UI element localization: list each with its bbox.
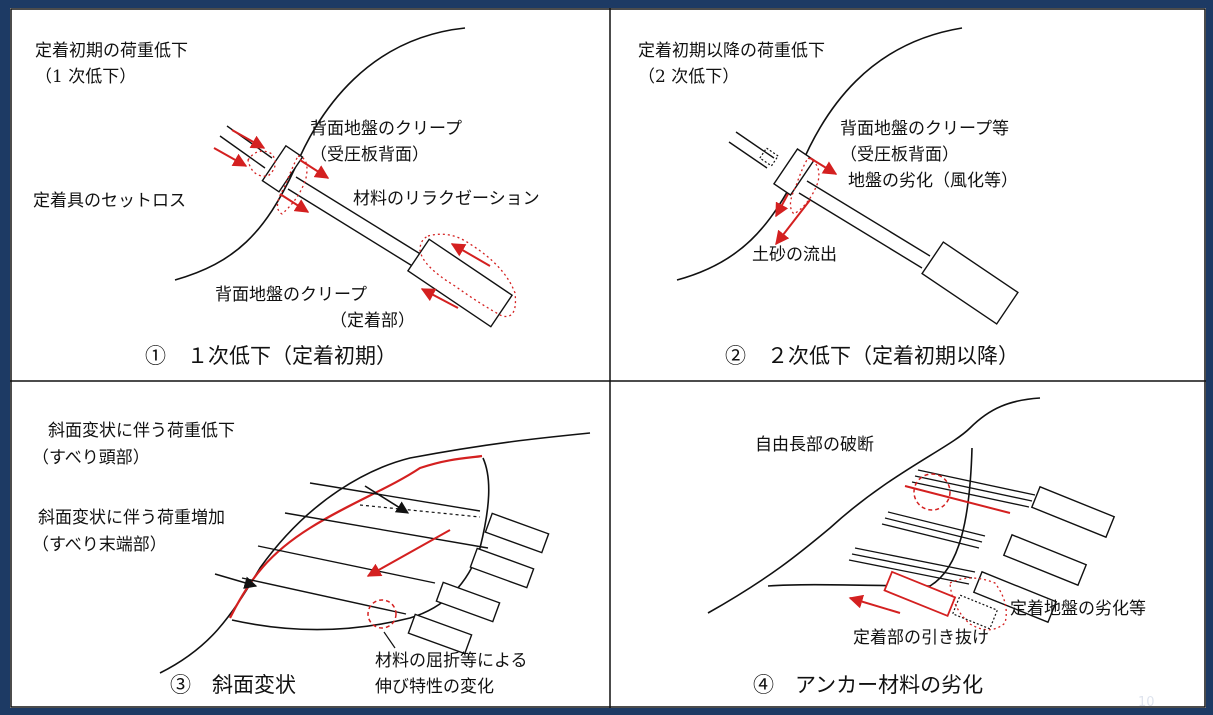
p2-creep-1: 背面地盤のクリープ等 [840,119,1009,139]
p1-creep-anchor-1: 背面地盤のクリープ [215,285,367,305]
p1-creep-plate-1: 背面地盤のクリープ [310,119,462,139]
p1-caption: ① １次低下（定着初期） [145,344,397,368]
bedrock-line-4 [767,447,973,587]
panel-2: 定着初期以降の荷重低下 （2 次低下） 背面地盤のクリープ等 （受圧板背面） 地… [638,27,1019,368]
slip-surface [229,454,483,619]
p1-setloss: 定着具のセットロス [33,191,186,211]
slope-surface-3 [159,432,591,674]
p3-decrease-1: 斜面変状に伴う荷重低下 [48,421,235,441]
p4-fracture: 自由長部の破断 [755,435,874,455]
p3-bend-1: 材料の屈折等による [375,651,528,671]
pulled-anchor-red [883,570,957,618]
p3-bend-2: 伸び特性の変化 [375,677,494,697]
p1-relaxation: 材料のリラクゼーション [353,189,540,209]
p1-title-2: （1 次低下） [35,67,136,87]
p2-weathering: 地盤の劣化（風化等） [848,171,1018,191]
p3-decrease-2: （すべり頭部） [32,448,150,468]
p1-title-1: 定着初期の荷重低下 [35,41,188,61]
anchor-body-4a [1030,485,1116,539]
panel-1: 定着初期の荷重低下 （1 次低下） 背面地盤のクリープ （受圧板背面） 定着具の… [33,27,540,368]
anchor-body-2 [921,241,1019,325]
anchor-body-4c [972,570,1058,624]
pressure-plate-2 [772,148,816,196]
p3-caption: ③ 斜面変状 [170,673,296,697]
anchor-body-4b [1002,533,1088,587]
p1-creep-plate-2: （受圧板背面） [310,145,429,165]
slope-surface-4 [707,397,1041,614]
p2-title-1: 定着初期以降の荷重低下 [638,41,825,61]
p4-pullout: 定着部の引き抜け [853,628,989,648]
page-number: 10 [1138,695,1155,708]
diagram-svg: 定着初期の荷重低下 （1 次低下） 背面地盤のクリープ （受圧板背面） 定着具の… [10,8,1206,708]
p2-outflow: 土砂の流出 [752,245,837,265]
pressure-plate-1 [261,144,304,193]
p2-title-2: （2 次低下） [638,67,739,87]
p2-caption: ② ２次低下（定着初期以降） [725,344,1019,368]
p2-creep-2: （受圧板背面） [840,145,959,165]
p4-caption: ④ アンカー材料の劣化 [753,673,983,697]
anchor-body-1 [406,238,514,328]
p3-increase-1: 斜面変状に伴う荷重増加 [38,508,225,528]
panel-3: 斜面変状に伴う荷重低下 （すべり頭部） 斜面変状に伴う荷重増加 （すべり末端部）… [32,421,591,697]
p1-creep-anchor-2: （定着部） [330,311,415,331]
p4-deterioration: 定着地盤の劣化等 [1010,599,1146,619]
panel-grid [10,8,1206,708]
p3-increase-2: （すべり末端部） [32,535,167,555]
diagram-canvas: 定着初期の荷重低下 （1 次低下） 背面地盤のクリープ （受圧板背面） 定着具の… [10,8,1206,708]
panel-4: 自由長部の破断 定着地盤の劣化等 定着部の引き抜け ④ アンカー材料の劣化 [707,397,1146,697]
